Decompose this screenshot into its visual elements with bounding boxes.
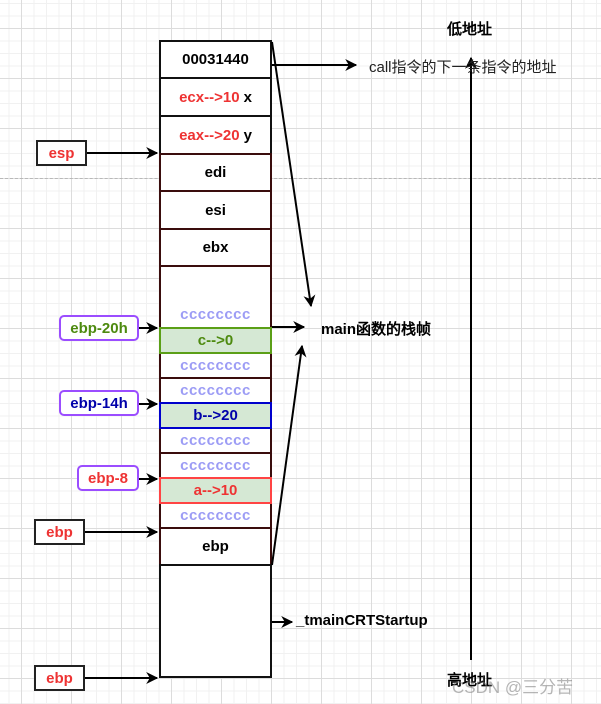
ebp-14h-pointer-box: ebp-14h — [59, 390, 139, 416]
ebp-label: ebp — [46, 523, 73, 541]
return-address-value: 00031440 — [182, 51, 249, 68]
frame-bottom-arrow — [271, 344, 307, 566]
ecx-var: x — [243, 88, 252, 106]
filler-text: cccccccc — [180, 306, 251, 323]
ecx-value: ecx-->10 — [179, 88, 240, 106]
stack-cell-caller-frame — [159, 564, 272, 678]
ebp-20h-pointer-box: ebp-20h — [59, 315, 139, 341]
stack-cell-return-address: 00031440 — [159, 40, 272, 79]
esi-label: esi — [205, 201, 226, 219]
high-address-label: 高地址 — [447, 672, 493, 689]
watermark: CSDN @三分苦 — [452, 678, 574, 697]
caller-ebp-pointer-box: ebp — [34, 665, 85, 691]
var-c-value: c-->0 — [197, 332, 234, 349]
eax-var: y — [243, 126, 252, 144]
edi-label: edi — [204, 164, 227, 181]
return-address-note: call指令的下一条指令的地址 — [369, 59, 557, 76]
var-b-value: b-->20 — [193, 407, 238, 424]
saved-ebp-label: ebp — [202, 538, 229, 555]
main-frame-label: main函数的栈帧 — [321, 321, 432, 338]
divider-dashed-line — [0, 178, 601, 179]
stack-cell-filler: cccccccc — [159, 377, 272, 404]
filler-text: cccccccc — [180, 382, 251, 399]
filler-text: cccccccc — [180, 357, 251, 374]
ebp-8-pointer-box: ebp-8 — [77, 465, 139, 491]
ebx-label: ebx — [202, 239, 229, 256]
ebp-20h-label: ebp-20h — [70, 319, 128, 337]
esp-pointer-box: esp — [36, 140, 87, 166]
ebp-14h-label: ebp-14h — [70, 394, 128, 412]
caller-function-label: _tmainCRTStartup — [296, 612, 428, 629]
filler-text: cccccccc — [180, 507, 251, 524]
stack-cell-var-a: a-->10 — [159, 477, 272, 504]
var-a-value: a-->10 — [193, 482, 238, 499]
low-address-label: 低地址 — [447, 21, 493, 38]
stack-cell-var-b: b-->20 — [159, 402, 272, 429]
frame-top-arrow — [271, 41, 316, 308]
ebp-8-label: ebp-8 — [87, 469, 128, 487]
filler-text: cccccccc — [180, 457, 251, 474]
ebp-pointer-box: ebp — [34, 519, 85, 545]
caller-ebp-label: ebp — [46, 669, 73, 687]
esp-label: esp — [48, 144, 75, 162]
filler-text: cccccccc — [180, 432, 251, 449]
eax-value: eax-->20 — [179, 126, 240, 144]
stack-cell-var-c: c-->0 — [159, 327, 272, 354]
